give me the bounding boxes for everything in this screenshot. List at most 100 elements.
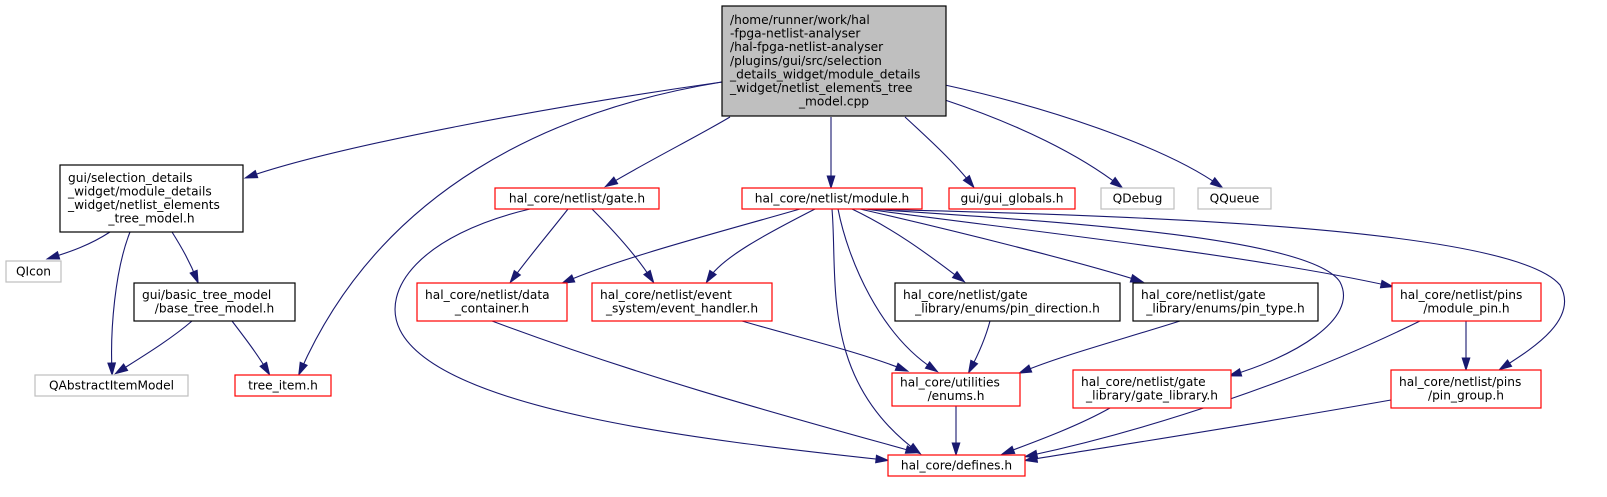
node-qdebug[interactable]: QDebug	[1100, 187, 1175, 210]
edge-module_h-to-data_container_h	[564, 208, 801, 283]
edge-gate_h-to-event_handler_h	[591, 208, 653, 281]
edge-arrowhead-base_tree_model_h-to-qabstractitemmodel	[114, 363, 129, 375]
node-qicon[interactable]: QIcon	[5, 260, 62, 283]
node-label-line: tree_item.h	[248, 378, 318, 392]
node-gate-h[interactable]: hal_core/netlist/gate.h	[494, 187, 660, 210]
node-module-pin-h[interactable]: hal_core/netlist/pins/module_pin.h	[1391, 282, 1542, 322]
node-qqueue[interactable]: QQueue	[1197, 187, 1272, 210]
node-label-line: QIcon	[16, 264, 51, 278]
edge-arrowhead-gate_library_h-to-defines_h	[1000, 445, 1016, 455]
node-label-line: _model.cpp	[798, 95, 869, 109]
node-box	[1100, 187, 1175, 210]
edge-base_tree_model_h-to-qabstractitemmodel	[117, 320, 193, 373]
edge-arrowhead-root-to-qdebug	[1109, 176, 1124, 189]
node-label-line: -fpga-netlist-analyser	[730, 27, 861, 41]
edge-arrowhead-gate_h-to-event_handler_h	[643, 269, 655, 284]
node-box	[741, 187, 923, 210]
edge-arrowhead-tree_model_h-to-qicon	[45, 250, 61, 260]
node-gate-library-h[interactable]: hal_core/netlist/gate_library/gate_libra…	[1072, 369, 1232, 409]
node-box	[494, 187, 660, 210]
edge-tree_model_h-to-qabstractitemmodel	[111, 231, 131, 373]
edge-arrowhead-module_h-to-pin_direction_h	[951, 270, 966, 283]
edge-arrowhead-pin_type_h-to-enums_h	[1017, 364, 1033, 374]
node-label-line: QAbstractItemModel	[49, 378, 174, 392]
edge-arrowhead-root-to-tree_item_h	[298, 361, 308, 377]
node-enums-h[interactable]: hal_core/utilities/enums.h	[891, 372, 1021, 407]
edge-module_h-to-pin_direction_h	[851, 208, 963, 281]
edge-root-to-qdebug	[944, 99, 1121, 187]
node-box	[59, 164, 244, 233]
node-gui-globals-h[interactable]: gui/gui_globals.h	[948, 187, 1076, 210]
node-label-line: hal_core/netlist/data	[425, 288, 550, 302]
edge-arrowhead-module_h-to-gate_library_h	[1227, 367, 1243, 377]
edge-root-to-qqueue	[944, 84, 1221, 187]
edge-module_h-to-module_pin_h	[864, 208, 1391, 287]
node-label-line: _widget/module_details	[67, 185, 212, 199]
node-data-container-h[interactable]: hal_core/netlist/data_container.h	[416, 282, 568, 322]
nodes-layer: /home/runner/work/hal-fpga-netlist-analy…	[5, 5, 1542, 477]
edge-gate_h-to-defines_h	[394, 208, 886, 461]
node-box	[948, 187, 1076, 210]
node-event-handler-h[interactable]: hal_core/netlist/event_system/event_hand…	[591, 282, 773, 322]
node-defines-h[interactable]: hal_core/defines.h	[887, 454, 1026, 477]
node-label-line: hal_core/netlist/module.h	[755, 191, 909, 205]
node-box	[234, 374, 332, 397]
node-label-line: /plugins/gui/src/selection	[730, 54, 882, 68]
edge-arrowhead-module_h-to-pin_group_h	[1498, 359, 1513, 371]
node-label-line: hal_core/netlist/gate	[1081, 375, 1206, 389]
node-label-line: _details_widget/module_details	[729, 67, 920, 81]
node-box	[34, 374, 189, 397]
node-label-line: hal_core/netlist/gate	[903, 288, 1028, 302]
node-module-h[interactable]: hal_core/netlist/module.h	[741, 187, 923, 210]
node-root[interactable]: /home/runner/work/hal-fpga-netlist-analy…	[721, 5, 947, 117]
edge-arrowhead-root-to-qqueue	[1209, 176, 1224, 189]
node-box	[133, 282, 296, 322]
node-label-line: /hal-fpga-netlist-analyser	[730, 40, 884, 54]
node-box	[891, 372, 1021, 407]
node-tree-model-h[interactable]: gui/selection_details_widget/module_deta…	[59, 164, 244, 233]
node-label-line: _system/event_handler.h	[605, 302, 758, 316]
edges-layer	[45, 81, 1566, 464]
edge-arrowhead-tree_model_h-to-base_tree_model_h	[189, 269, 199, 285]
node-box	[1390, 369, 1542, 409]
edge-pin_group_h-to-defines_h	[1027, 399, 1392, 461]
edge-arrowhead-module_h-to-pin_type_h	[1129, 273, 1145, 283]
edge-module_h-to-enums_h	[837, 208, 936, 371]
node-box	[5, 260, 62, 283]
node-pin-type-h[interactable]: hal_core/netlist/gate_library/enums/pin_…	[1132, 282, 1319, 322]
node-label-line: hal_core/netlist/event	[600, 288, 732, 302]
node-label-line: _tree_model.h	[107, 212, 194, 226]
edge-arrowhead-root-to-module_h	[826, 175, 836, 190]
edge-arrowhead-pin_group_h-to-defines_h	[1023, 454, 1039, 463]
node-label-line: _container.h	[454, 302, 529, 316]
node-label-line: _widget/netlist_elements	[67, 198, 220, 212]
edge-arrowhead-enums_h-to-defines_h	[951, 442, 961, 457]
node-base-tree-model-h[interactable]: gui/basic_tree_model/base_tree_model.h	[133, 282, 296, 322]
node-pin-direction-h[interactable]: hal_core/netlist/gate_library/enums/pin_…	[894, 282, 1121, 322]
edge-root-to-gate_h	[607, 116, 731, 186]
edge-gate_h-to-data_container_h	[511, 208, 569, 281]
node-qabstractitemmodel[interactable]: QAbstractItemModel	[34, 374, 189, 397]
edge-arrowhead-root-to-gui_globals_h	[962, 174, 975, 189]
edge-module_h-to-pin_group_h	[867, 208, 1566, 369]
edge-tree_model_h-to-qicon	[49, 231, 111, 259]
node-label-line: hal_core/defines.h	[901, 458, 1012, 472]
node-box	[1391, 282, 1542, 322]
edge-arrowhead-pin_direction_h-to-enums_h	[967, 359, 979, 375]
node-pin-group-h[interactable]: hal_core/netlist/pins/pin_group.h	[1390, 369, 1542, 409]
node-tree-item-h[interactable]: tree_item.h	[234, 374, 332, 397]
node-box	[721, 5, 947, 117]
node-box	[1072, 369, 1232, 409]
node-label-line: /base_tree_model.h	[155, 302, 274, 316]
node-box	[591, 282, 773, 322]
edge-arrowhead-event_handler_h-to-enums_h	[894, 362, 910, 372]
node-label-line: /enums.h	[928, 389, 985, 403]
node-label-line: hal_core/utilities	[900, 376, 1000, 390]
edge-root-to-gui_globals_h	[904, 116, 973, 186]
node-label-line: _library/gate_library.h	[1085, 389, 1218, 403]
node-box	[1197, 187, 1272, 210]
node-label-line: _library/enums/pin_direction.h	[914, 302, 1100, 316]
edge-arrowhead-tree_model_h-to-qabstractitemmodel	[107, 362, 117, 377]
node-label-line: QQueue	[1210, 191, 1260, 205]
